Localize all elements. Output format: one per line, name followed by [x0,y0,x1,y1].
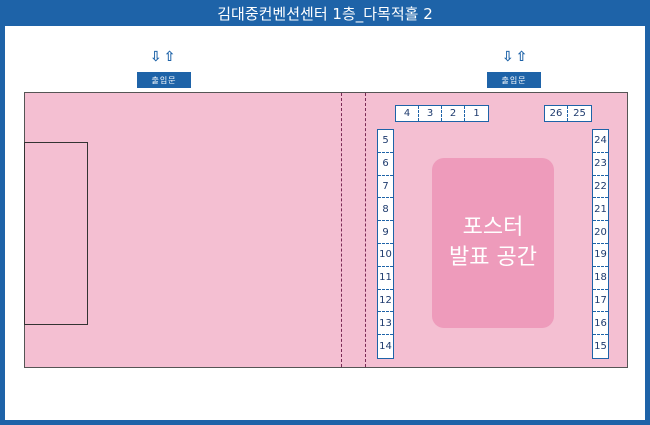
booth-column-left: 5 6 7 8 9 10 11 12 13 14 [377,129,394,359]
booth: 9 [378,221,393,244]
booth: 23 [593,153,608,176]
booth: 16 [593,312,608,336]
booth: 26 [545,106,568,121]
entrance-label-left: 출입문 [137,72,191,88]
partition-line [341,93,342,367]
booth: 14 [379,341,392,353]
booth-column-right: 24 23 22 21 20 19 18 17 16 15 [592,129,609,359]
stage-area [24,142,88,325]
booth-row-top-right: 26 25 [544,105,592,122]
arrow-down-icon: ⇩ [502,49,514,65]
booth: 18 [593,267,608,290]
arrow-up-icon: ⇧ [163,49,176,65]
booth: 7 [378,176,393,199]
page-title: 김대중컨벤션센터 1층_다목적홀 2 [217,4,433,23]
poster-area-label-line1: 포스터 [462,215,524,240]
booth: 2 [442,106,465,121]
booth-row-top-left: 4 3 2 1 [395,105,489,122]
entrance-label-right: 출입문 [487,72,541,88]
entrance-arrows-left: ⇩ ⇧ [150,50,175,64]
booth: 17 [593,290,608,313]
booth: 22 [593,176,608,199]
booth: 19 [593,244,608,267]
poster-presentation-area: 포스터 발표 공간 [432,158,554,328]
arrow-down-icon: ⇩ [150,49,162,65]
booth: 5 [378,130,393,153]
poster-area-label-line2: 발표 공간 [449,245,537,270]
booth: 13 [378,312,393,336]
booth: 24 [593,130,608,153]
booth: 3 [419,106,442,121]
booth: 6 [378,153,393,176]
booth: 4 [396,106,419,121]
entrance-arrows-right: ⇩ ⇧ [502,50,527,64]
booth: 20 [593,221,608,244]
booth: 15 [594,341,607,353]
booth: 8 [378,198,393,222]
partition-line [365,93,366,367]
booth: 12 [378,290,393,313]
booth: 10 [378,244,393,267]
booth: 1 [473,108,480,119]
booth: 21 [593,198,608,222]
arrow-up-icon: ⇧ [515,49,528,65]
booth: 11 [378,267,393,290]
booth: 25 [573,108,586,119]
